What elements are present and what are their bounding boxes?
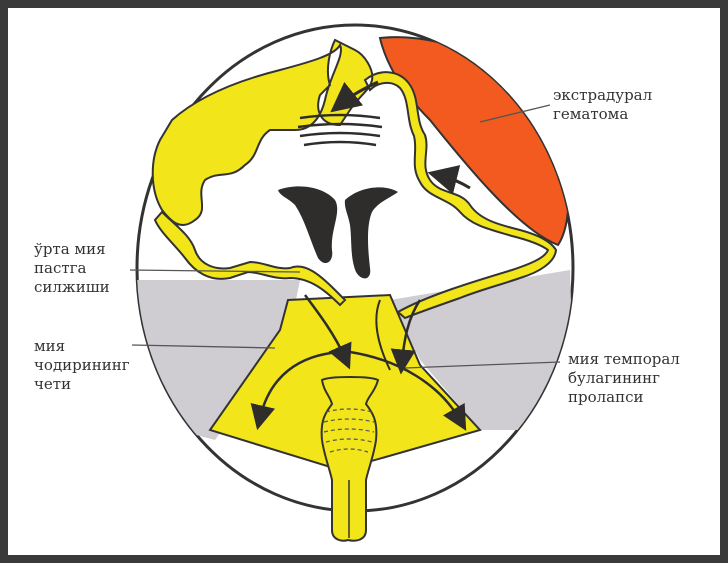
label-falx-notch: мия чодирининг чети [34, 337, 130, 394]
label-temporal-line2: булагининг [568, 369, 680, 388]
label-temporal-line1: мия темпорал [568, 350, 680, 369]
label-falx-line3: чети [34, 375, 130, 394]
label-midline-line2: пастга [34, 259, 110, 278]
label-epidural-hematoma: экстрадурал гематома [553, 86, 652, 124]
label-epidural-line1: экстрадурал [553, 86, 652, 105]
label-midline-shift: ўрта мия пастга силжиши [34, 240, 110, 297]
label-midline-line3: силжиши [34, 278, 110, 297]
label-falx-line2: чодирининг [34, 356, 130, 375]
label-temporal-prolapse: мия темпорал булагининг пролапси [568, 350, 680, 407]
label-temporal-line3: пролапси [568, 388, 680, 407]
label-epidural-line2: гематома [553, 105, 652, 124]
label-falx-line1: мия [34, 337, 130, 356]
label-midline-line1: ўрта мия [34, 240, 110, 259]
